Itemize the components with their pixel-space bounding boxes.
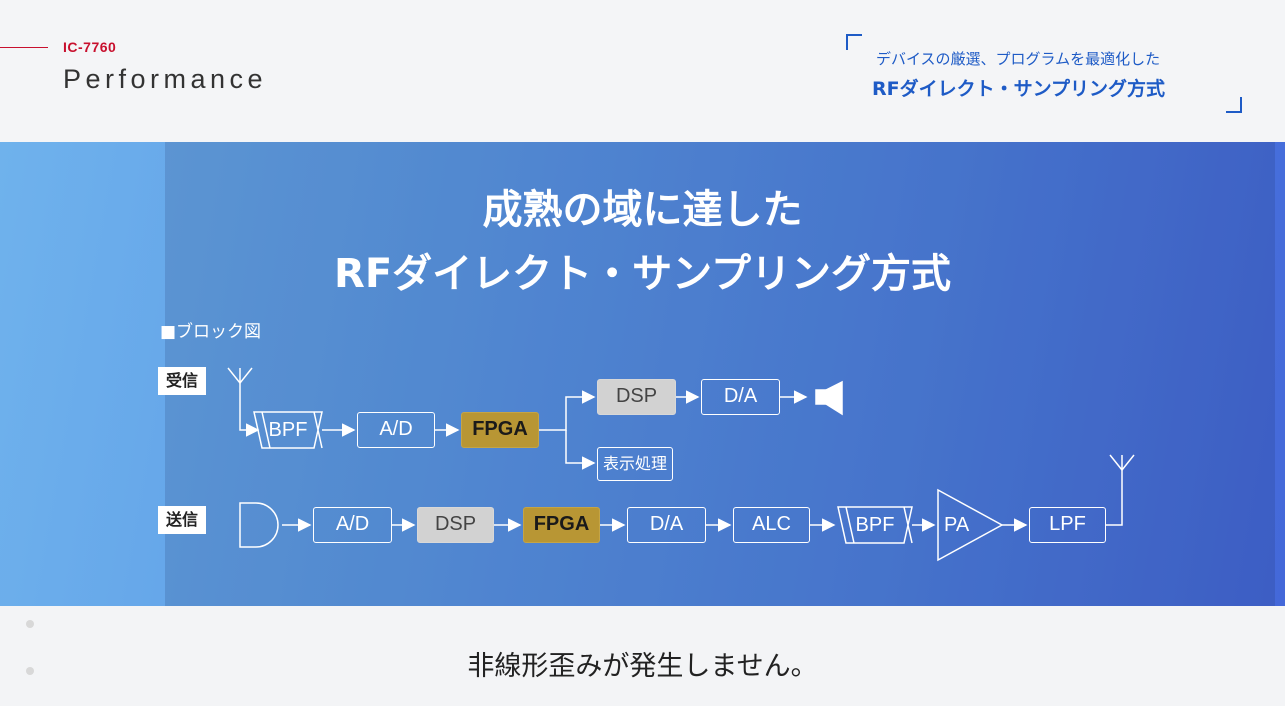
tx-fpga-block: FPGA [523, 507, 600, 543]
pager-dot[interactable] [26, 620, 34, 628]
tx-bpf-label: BPF [855, 514, 895, 536]
caption: 非線形歪みが発生しません。 [467, 651, 818, 682]
pager-dot[interactable] [26, 667, 34, 675]
tx-alc-block: ALC [733, 507, 810, 543]
rx-antenna-icon [227, 367, 260, 437]
tx-ad-block: A/D [313, 507, 392, 543]
tx-antenna-icon [1109, 454, 1135, 472]
tx-lpf-block: LPF [1029, 507, 1106, 543]
pa-amplifier-shape [937, 488, 1004, 562]
headline-line1: 成熟の域に達した [482, 187, 803, 233]
headline-line2: RFダイレクト・サンプリング方式 [334, 251, 951, 297]
accent-rule [0, 47, 48, 48]
tx-bpf-shape [837, 506, 913, 544]
tx-input-icon [239, 502, 279, 548]
bracket-close-icon [1226, 97, 1242, 113]
tagline-line1: デバイスの厳選、プログラムを最適化した [876, 50, 1161, 68]
header: IC-7760 Performance デバイスの厳選、プログラムを最適化した … [0, 0, 1285, 142]
rx-ad-block: A/D [357, 412, 435, 448]
rx-display-block: 表示処理 [597, 447, 673, 481]
tx-label: 送信 [158, 506, 207, 534]
bracket-open-icon [846, 34, 862, 50]
rx-dsp-block: DSP [597, 379, 676, 415]
block-diagram-title: ■ブロック図 [160, 322, 262, 342]
rx-bpf-shape [253, 411, 323, 449]
speaker-icon [815, 380, 843, 416]
rx-da-block: D/A [701, 379, 780, 415]
rx-fpga-block: FPGA [461, 412, 539, 448]
model-name: IC-7760 [63, 39, 117, 55]
tx-dsp-block: DSP [417, 507, 494, 543]
tx-pa-label: PA [944, 514, 970, 536]
section-title: Performance [63, 64, 268, 94]
headline: 成熟の域に達した RFダイレクト・サンプリング方式 [0, 178, 1285, 306]
rx-bpf-label: BPF [268, 419, 308, 441]
tx-da-block: D/A [627, 507, 706, 543]
tagline-line2: RFダイレクト・サンプリング方式 [872, 78, 1166, 100]
rx-label: 受信 [158, 367, 207, 395]
